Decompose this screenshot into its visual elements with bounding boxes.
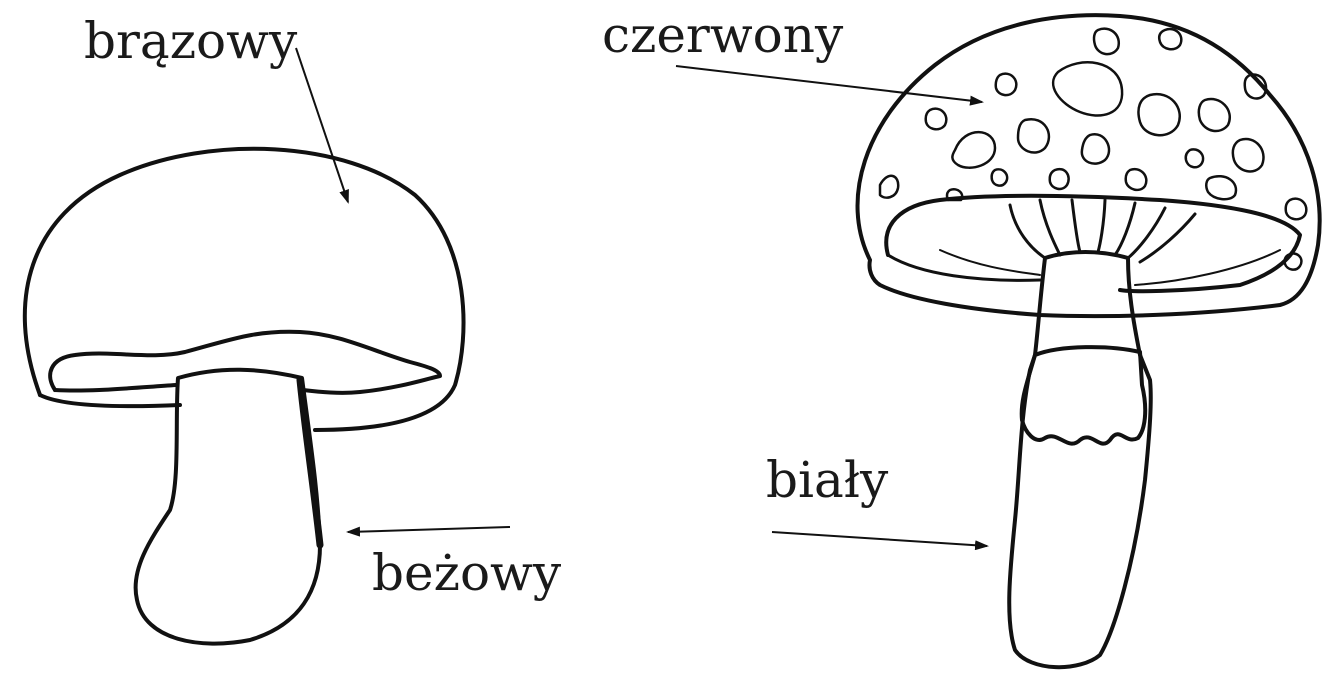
arrow-bezowy <box>348 527 510 532</box>
label-czerwony: czerwony <box>602 10 843 60</box>
arrow-czerwony <box>676 66 982 102</box>
right-mushroom-ring <box>1022 347 1146 444</box>
left-mushroom-gill-rim <box>50 332 440 393</box>
label-bezowy: beżowy <box>372 548 561 598</box>
right-mushroom <box>858 15 1320 667</box>
arrow-brazowy <box>296 48 348 202</box>
label-brazowy: brązowy <box>84 16 297 66</box>
label-bialy: biały <box>766 455 888 505</box>
left-mushroom-stem <box>136 370 320 644</box>
right-mushroom-gill-rim <box>886 196 1300 291</box>
right-mushroom-gills <box>940 200 1280 285</box>
arrow-bialy <box>772 532 987 546</box>
